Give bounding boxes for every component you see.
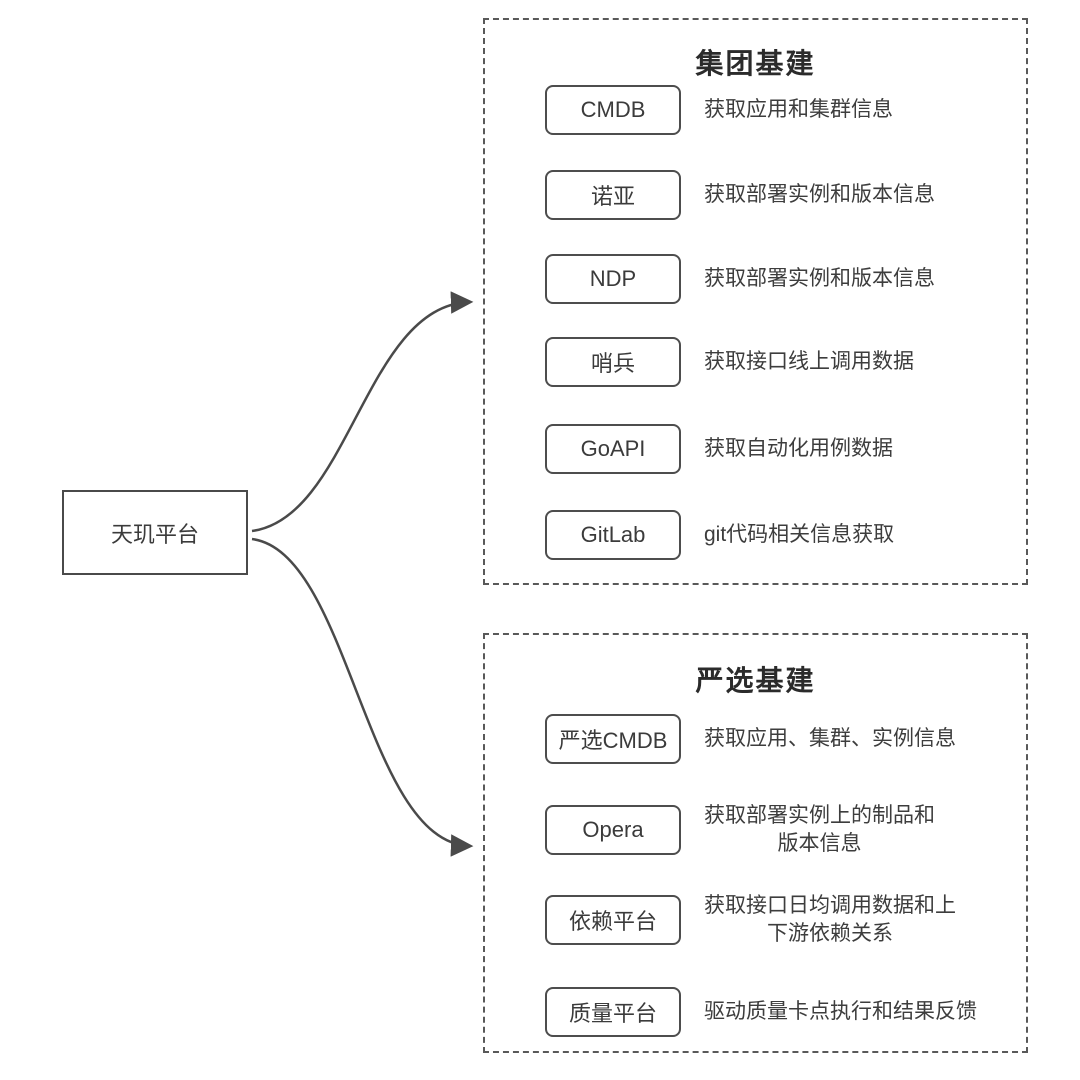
node-box-opera: Opera [545,805,681,855]
diagram-item-opera: Opera 获取部署实例上的制品和 版本信息 [545,804,935,855]
node-label: 诺亚 [590,184,635,209]
diagram-item-cmdb: CMDB 获取应用和集群信息 [545,85,893,135]
diagram-item-yanxuan-cmdb: 严选CMDB 获取应用、集群、实例信息 [545,714,956,764]
node-box-ndp: NDP [545,254,681,304]
node-desc: 获取自动化用例数据 [704,436,893,460]
node-desc: 获取部署实例和版本信息 [704,182,935,206]
node-label: 严选CMDB [558,728,668,753]
node-desc: 获取部署实例和版本信息 [704,266,935,290]
group-yanxuan-infra: 严选基建 严选CMDB 获取应用、集群、实例信息 Opera 获取部署实例上的制… [483,633,1028,1053]
node-label: Opera [582,817,644,842]
diagram-item-gitlab: GitLab git代码相关信息获取 [545,510,894,560]
diagram-item-shaobing: 哨兵 获取接口线上调用数据 [545,337,914,387]
node-box-shaobing: 哨兵 [545,337,681,387]
node-box-cmdb: CMDB [545,85,681,135]
node-desc: 获取应用、集群、实例信息 [704,726,956,750]
diagram-item-yilai-platform: 依赖平台 获取接口日均调用数据和上 下游依赖关系 [545,894,956,945]
node-box-gitlab: GitLab [545,510,681,560]
diagram-item-zhiliang-platform: 质量平台 驱动质量卡点执行和结果反馈 [545,987,977,1037]
node-label: 依赖平台 [568,909,657,934]
node-box-nuoya: 诺亚 [545,170,681,220]
node-desc: 获取应用和集群信息 [704,97,893,121]
diagram-item-ndp: NDP 获取部署实例和版本信息 [545,254,935,304]
node-label: GoAPI [580,436,646,461]
arrow-to-group-infra [251,291,474,533]
node-desc: 驱动质量卡点执行和结果反馈 [704,999,977,1023]
diagram-item-nuoya: 诺亚 获取部署实例和版本信息 [545,170,935,220]
node-desc: 获取接口线上调用数据 [704,349,914,373]
node-desc: 获取接口日均调用数据和上 下游依赖关系 [704,893,956,945]
arrow-to-yanxuan-infra [251,537,474,857]
node-label: 质量平台 [568,1001,657,1026]
root-node-label: 天玑平台 [110,521,199,547]
node-box-zhiliang-platform: 质量平台 [545,987,681,1037]
node-box-yanxuan-cmdb: 严选CMDB [545,714,681,764]
node-box-goapi: GoAPI [545,424,681,474]
group-jituan-infra: 集团基建 CMDB 获取应用和集群信息 诺亚 获取部署实例和版本信息 NDP 获… [483,18,1028,585]
node-label: GitLab [580,522,646,547]
group-title: 集团基建 [695,48,816,79]
group-title: 严选基建 [695,665,816,696]
node-label: 哨兵 [590,351,635,376]
node-desc: 获取部署实例上的制品和 版本信息 [704,803,935,855]
node-label: NDP [589,266,637,291]
diagram-item-goapi: GoAPI 获取自动化用例数据 [545,424,893,474]
node-desc: git代码相关信息获取 [704,522,895,546]
node-label: CMDB [580,97,646,122]
node-box-yilai-platform: 依赖平台 [545,895,681,945]
root-node-tianji: 天玑平台 [62,490,248,575]
